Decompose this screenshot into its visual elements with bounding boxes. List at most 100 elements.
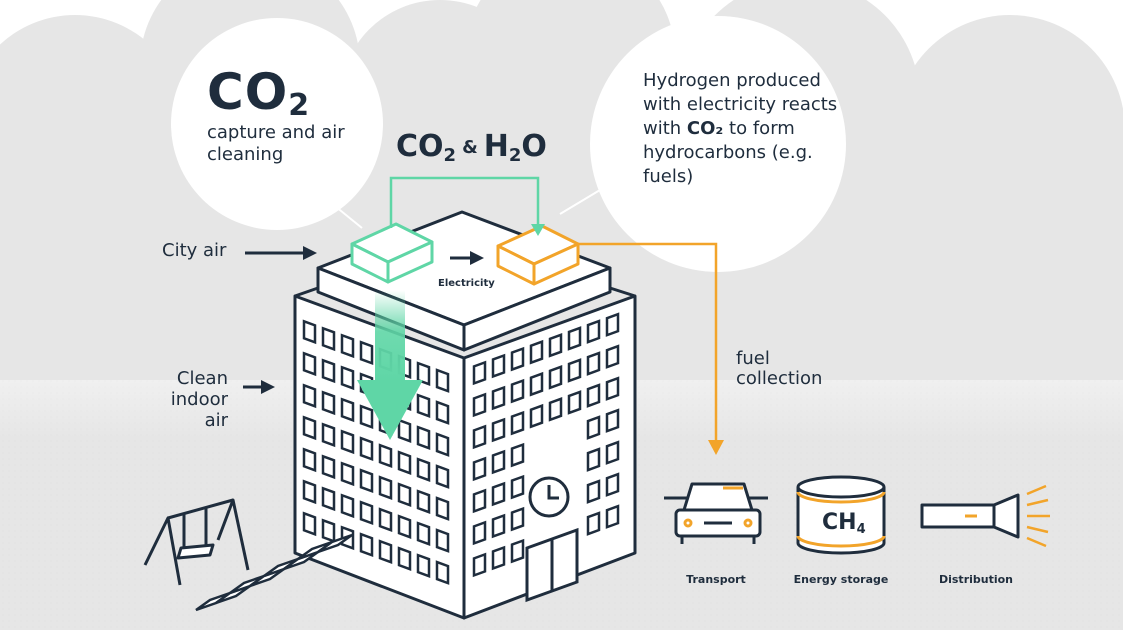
window [416, 457, 431, 482]
window [359, 340, 374, 366]
window [510, 442, 525, 468]
window [472, 552, 487, 578]
window [510, 506, 525, 532]
window [416, 489, 431, 514]
window [416, 553, 431, 578]
window [529, 403, 544, 429]
co2-h2o-arrowhead [531, 224, 545, 236]
window [605, 472, 620, 497]
building-entrance [525, 527, 579, 603]
window [340, 333, 355, 359]
window [605, 344, 620, 369]
window [321, 326, 336, 352]
hydrogen-description: Hydrogen produced with electricity react… [643, 70, 838, 187]
window [416, 521, 431, 546]
swing-set-icon [143, 498, 250, 586]
window [416, 361, 431, 386]
window [321, 454, 336, 480]
window [472, 520, 487, 546]
window [529, 371, 544, 397]
co2-bubble-pointer [329, 201, 363, 229]
city-air-label: City air [162, 240, 227, 261]
output-label-distribution: Distribution [939, 573, 1013, 586]
window [605, 376, 620, 401]
car-icon [664, 482, 768, 544]
electricity-label: Electricity [438, 278, 495, 289]
window [378, 443, 393, 469]
window [491, 385, 506, 411]
clean-air-arrow [243, 380, 275, 394]
hydrogen-bubble [590, 16, 846, 272]
window [435, 496, 450, 521]
clean-air-down-arrow [357, 290, 423, 440]
window [416, 425, 431, 450]
window [586, 479, 601, 504]
window [435, 432, 450, 457]
window [548, 365, 563, 390]
window [548, 333, 563, 358]
window [548, 397, 563, 422]
ch4-label: CH4 [822, 510, 866, 537]
window [472, 392, 487, 418]
capture-description: capture and air cleaning [207, 122, 345, 165]
output-label-energy-storage: Energy storage [794, 573, 889, 586]
window [491, 417, 506, 443]
window [435, 400, 450, 425]
window [586, 383, 601, 408]
window [340, 429, 355, 455]
window [302, 511, 317, 537]
window [302, 319, 317, 345]
window [472, 360, 487, 386]
window [340, 397, 355, 423]
window [397, 546, 412, 571]
window [586, 319, 601, 344]
window [416, 393, 431, 418]
window [605, 312, 620, 337]
window [567, 390, 582, 415]
co2-capture-unit [350, 222, 434, 284]
hopscotch-icon [195, 533, 353, 612]
process-title: CO2&H2O [396, 129, 547, 167]
window [397, 482, 412, 507]
window [302, 447, 317, 473]
fuel-collection-label: fuel collection [736, 348, 823, 389]
window [510, 378, 525, 404]
co2-heading: CO2 [207, 63, 311, 123]
window [302, 479, 317, 505]
window [586, 511, 601, 536]
output-label-transport: Transport [686, 573, 746, 586]
window [491, 353, 506, 379]
window [359, 436, 374, 462]
window [435, 560, 450, 585]
window [340, 493, 355, 519]
window [321, 358, 336, 384]
window [586, 415, 601, 440]
window [435, 464, 450, 489]
window [378, 539, 393, 565]
electricity-arrow [450, 251, 484, 265]
window [510, 410, 525, 436]
window [510, 346, 525, 372]
window [397, 514, 412, 539]
hopscotch-square [317, 533, 353, 554]
window [435, 368, 450, 393]
window [321, 390, 336, 416]
window [397, 418, 412, 443]
window [397, 450, 412, 475]
window [605, 408, 620, 433]
window [302, 415, 317, 441]
right-facade-windows [472, 312, 620, 578]
window [586, 447, 601, 472]
window [359, 532, 374, 558]
window [567, 326, 582, 351]
window [529, 339, 544, 365]
window [340, 461, 355, 487]
window [378, 507, 393, 533]
window [359, 500, 374, 526]
window [378, 475, 393, 501]
window [472, 424, 487, 450]
window [605, 440, 620, 465]
window [302, 383, 317, 409]
window [491, 545, 506, 571]
